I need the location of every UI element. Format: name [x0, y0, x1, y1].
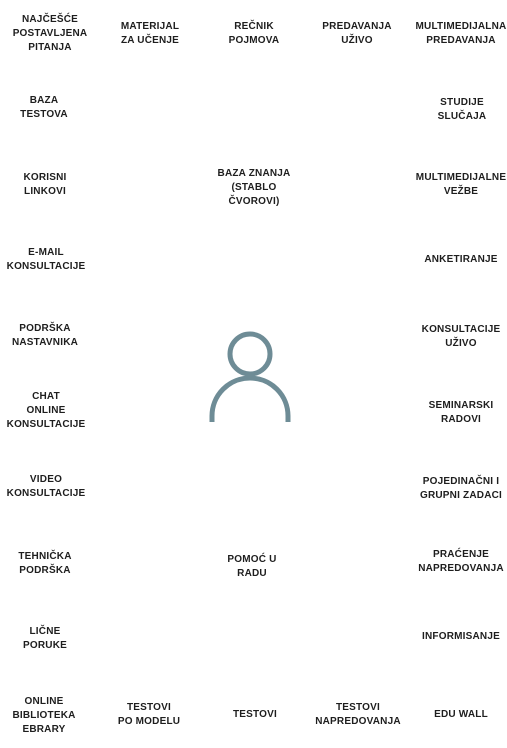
label-anketiranje: ANKETIRANJE — [424, 254, 498, 265]
label-pojedinacni-grupni-zadaci: POJEDINAČNI I GRUPNI ZADACI — [419, 476, 503, 501]
label-recnik-pojmova: REČNIK POJMOVA — [228, 21, 280, 46]
label-tehnicka-podrska: TEHNIČKA PODRŠKA — [18, 551, 72, 576]
label-informisanje: INFORMISANJE — [422, 631, 500, 642]
label-testovi-po-modelu: TESTOVI PO MODELU — [117, 702, 181, 727]
label-korisni-linkovi: KORISNI LINKOVI — [23, 172, 67, 197]
label-multimedijalne-vezbe: MULTIMEDIJALNE VEŽBE — [415, 172, 507, 197]
label-pracenje-napredovanja: PRAĆENJE NAPREDOVANJA — [418, 549, 504, 574]
label-testovi-napredovanja: TESTOVI NAPREDOVANJA — [315, 702, 401, 727]
label-testovi: TESTOVI — [232, 709, 278, 720]
label-baza-znanja: BAZA ZNANJA (STABLO ČVOROVI) — [217, 168, 291, 207]
user-icon-body — [209, 375, 291, 422]
label-video-konsultacije: VIDEO KONSULTACIJE — [6, 474, 86, 499]
label-baza-testova: BAZA TESTOVA — [20, 95, 68, 120]
label-seminarski-radovi: SEMINARSKI RADOVI — [428, 400, 494, 425]
label-email-konsultacije: E-MAIL KONSULTACIJE — [6, 247, 86, 272]
label-online-biblioteka: ONLINE BIBLIOTEKA EBRARY — [12, 696, 76, 735]
label-najcesce-postavljena-pitanja: NAJČEŠĆE POSTAVLJENA PITANJA — [12, 14, 88, 53]
label-chat-online-konsultacije: CHAT ONLINE KONSULTACIJE — [6, 391, 86, 430]
label-multimedijalna-predavanja: MULTIMEDIJALNA PREDAVANJA — [415, 21, 507, 46]
label-konsultacije-uzivo: KONSULTACIJE UŽIVO — [421, 324, 501, 349]
label-licne-poruke: LIČNE PORUKE — [23, 626, 67, 651]
label-edu-wall: EDU WALL — [434, 709, 488, 720]
label-predavanja-uzivo: PREDAVANJA UŽIVO — [322, 21, 392, 46]
user-icon — [209, 331, 291, 422]
label-podrska-nastavnika: PODRŠKA NASTAVNIKA — [11, 323, 79, 348]
label-studije-slucaja: STUDIJE SLUČAJA — [437, 97, 487, 122]
user-icon-head — [227, 331, 273, 377]
label-pomoc-u-radu: POMOĆ U RADU — [227, 554, 277, 579]
label-materijal-za-ucenje: MATERIJAL ZA UČENJE — [120, 21, 180, 46]
